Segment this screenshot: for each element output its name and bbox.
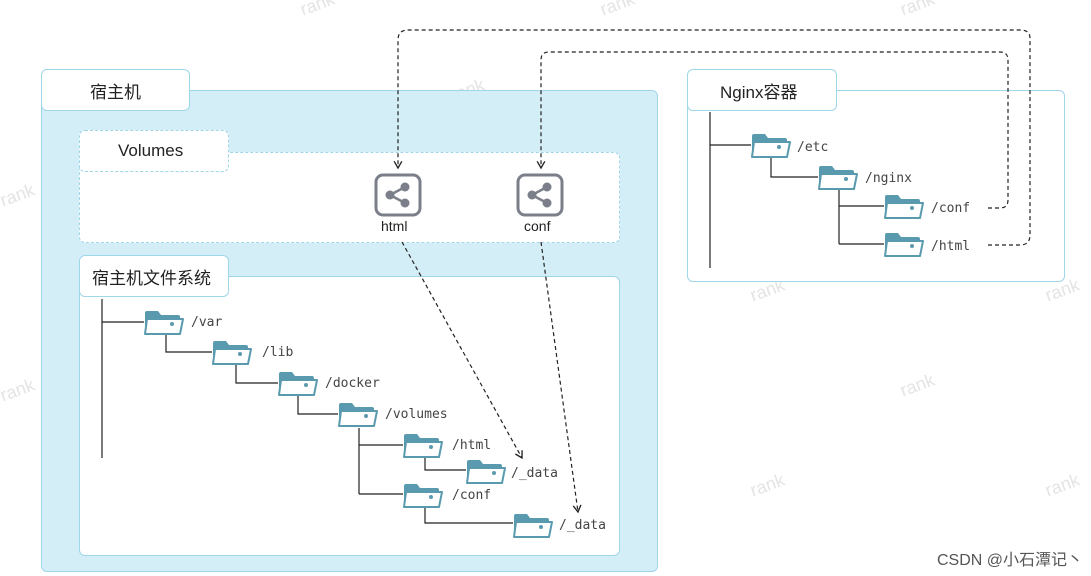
folder-icon	[144, 310, 184, 335]
share-icon	[374, 173, 422, 217]
tree-label-var: /var	[191, 315, 223, 330]
tree-label-lib: /lib	[262, 345, 294, 360]
tree-label-conf: /conf	[452, 488, 492, 503]
folder-icon	[212, 340, 252, 365]
volumes-title-text: Volumes	[118, 141, 184, 160]
folder-icon	[338, 402, 378, 427]
tree-label-html: /html	[452, 438, 492, 453]
volume-label-html: html	[381, 218, 408, 234]
folder-icon	[278, 371, 318, 396]
container-label-etc: /etc	[797, 140, 829, 155]
container-panel	[687, 90, 1065, 282]
folder-icon	[818, 165, 858, 190]
container-title: Nginx容器	[687, 69, 837, 111]
tree-label-data: /_data	[559, 518, 606, 533]
tree-label-docker: /docker	[325, 376, 380, 391]
host-title-text: 宿主机	[90, 82, 141, 102]
tree-label-volumes: /volumes	[385, 407, 448, 422]
folder-icon	[751, 133, 791, 158]
container-label-conf: /conf	[931, 201, 971, 216]
host-fs-title-text: 宿主机文件系统	[92, 268, 211, 288]
host-title: 宿主机	[41, 69, 190, 111]
folder-icon	[884, 232, 924, 257]
host-fs-tree-lines	[101, 299, 513, 524]
folder-icon	[884, 194, 924, 219]
container-title-text: Nginx容器	[720, 82, 798, 102]
container-label-html: /html	[931, 239, 971, 254]
folder-icon	[466, 459, 506, 484]
container-label-nginx: /nginx	[865, 171, 912, 186]
folder-icon	[403, 433, 443, 458]
folder-icon	[513, 513, 553, 538]
host-fs-title: 宿主机文件系统	[79, 255, 229, 297]
source-credit: CSDN @小石潭记丶	[936, 552, 1083, 569]
volumes-title: Volumes	[79, 130, 229, 172]
mapping-arrows	[393, 29, 1031, 514]
share-icon	[516, 173, 564, 217]
folder-icon	[403, 483, 443, 508]
tree-label-data: /_data	[511, 466, 558, 481]
container-tree-lines	[709, 112, 884, 268]
volume-label-conf: conf	[524, 218, 551, 234]
